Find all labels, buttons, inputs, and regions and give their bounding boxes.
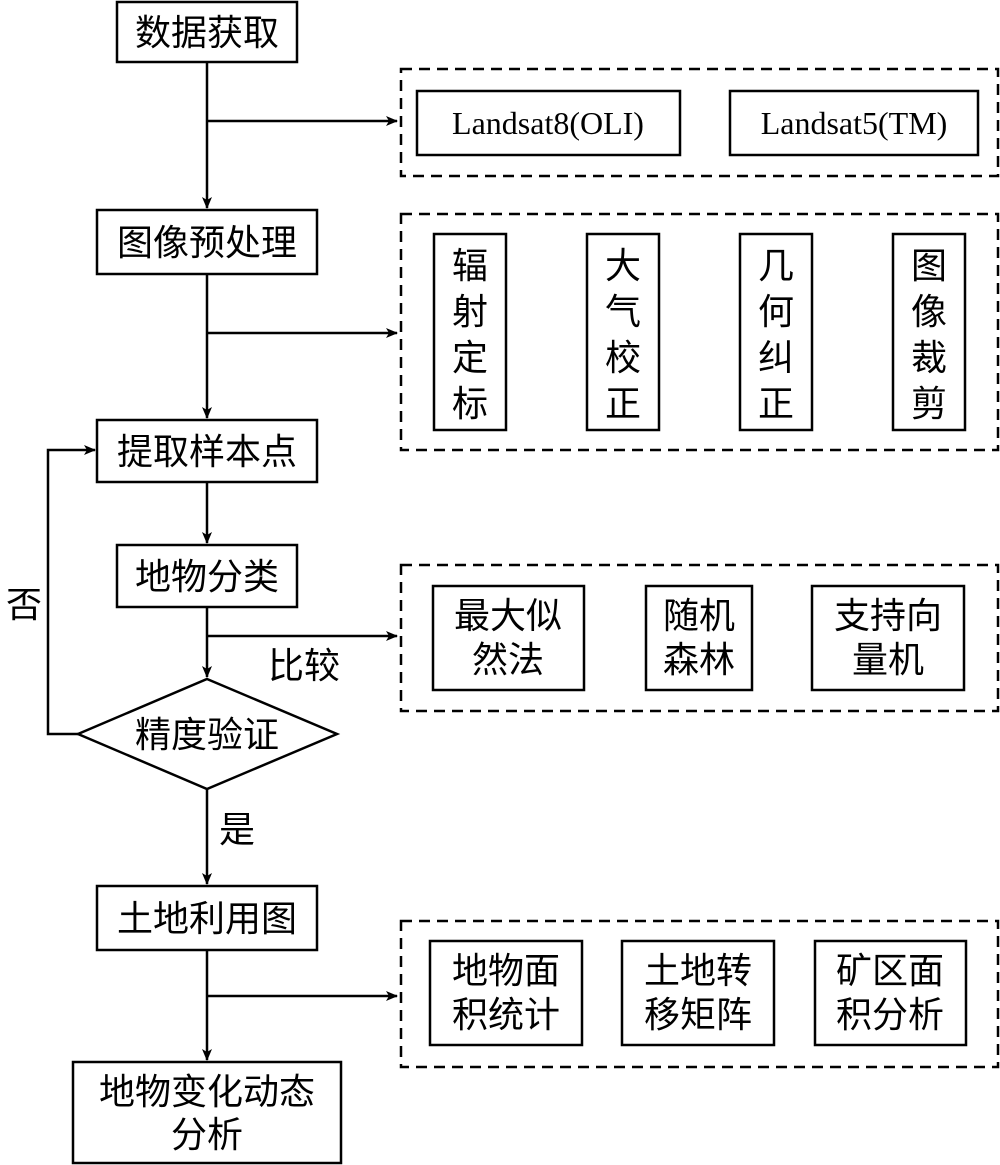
group-analyses: 地物面 积统计 土地转 移矩阵 矿区面 积分析 [399, 919, 1000, 1069]
step-box-radiometric [432, 232, 508, 432]
group-data-sources: Landsat8(OLI) Landsat5(TM) [399, 67, 1000, 178]
step-clipping-char-3: 裁 [911, 338, 947, 379]
step-box-geometric [738, 232, 814, 432]
source-box-landsat8 [415, 89, 682, 157]
analysis-mining-area-line-1: 矿区面 [836, 951, 944, 992]
method-box-svm [810, 584, 966, 692]
step-radiometric-char-3: 定 [452, 338, 488, 379]
node-change-analysis: 地物变化动态 分析 [71, 1060, 343, 1165]
edge-label-no: 否 [6, 585, 42, 626]
step-atmospheric-char-2: 气 [605, 292, 641, 333]
node-image-preprocessing: 图像预处理 [95, 208, 319, 276]
node-land-use-map: 土地利用图 [95, 884, 319, 952]
analysis-transfer-matrix-line-2: 移矩阵 [644, 995, 752, 1036]
method-max-likelihood-line-1: 最大似 [454, 596, 562, 637]
node-image-preprocessing-label: 图像预处理 [117, 223, 297, 264]
step-atmospheric-char-4: 正 [605, 384, 641, 425]
step-geometric-char-2: 何 [758, 292, 794, 333]
node-change-analysis-label-1: 地物变化动态 [99, 1072, 315, 1113]
arrow-feedback-loop [46, 445, 96, 736]
method-box-random-forest [644, 584, 754, 692]
method-random-forest-line-1: 随机 [663, 596, 735, 637]
method-max-likelihood-line-2: 然法 [472, 640, 544, 681]
node-change-analysis-label-2: 分析 [171, 1115, 243, 1156]
step-radiometric-char-4: 标 [452, 384, 488, 425]
node-classification: 地物分类 [115, 543, 299, 609]
group-classification-methods: 最大似 然法 随机 森林 支持向 量机 [399, 563, 1000, 713]
analysis-box-mining-area [813, 939, 968, 1047]
node-accuracy-validation: 精度验证 [74, 677, 341, 791]
node-land-use-map-label: 土地利用图 [117, 899, 297, 940]
node-data-acquisition: 数据获取 [115, 0, 299, 64]
step-clipping-char-4: 剪 [911, 384, 947, 425]
source-box-landsat5 [728, 89, 980, 157]
method-random-forest-line-2: 森林 [663, 640, 735, 681]
edge-label-yes: 是 [219, 810, 255, 851]
node-data-acquisition-label: 数据获取 [135, 13, 279, 54]
analysis-box-transfer-matrix [620, 939, 776, 1047]
analysis-transfer-matrix-line-1: 土地转 [644, 951, 752, 992]
step-radiometric-char-2: 射 [452, 292, 488, 333]
node-classification-label: 地物分类 [135, 557, 279, 598]
analysis-area-stats-line-1: 地物面 [452, 951, 560, 992]
step-atmospheric-char-3: 校 [605, 338, 641, 379]
node-extract-samples-label: 提取样本点 [117, 432, 297, 473]
node-extract-samples: 提取样本点 [95, 418, 319, 484]
step-box-clipping [891, 232, 967, 432]
step-geometric-char-1: 几 [758, 246, 794, 287]
step-radiometric-char-1: 辐 [452, 246, 488, 287]
edge-label-compare: 比较 [268, 646, 340, 687]
step-clipping-char-1: 图 [911, 246, 947, 287]
method-box-max-likelihood [431, 584, 586, 692]
source-label-landsat8: Landsat8(OLI) [452, 105, 644, 141]
method-svm-line-1: 支持向 [834, 596, 942, 637]
group-preprocess-steps: 辐 射 定 标 大 气 校 正 几 何 纠 正 图 像 裁 剪 [399, 212, 1000, 452]
step-atmospheric-char-1: 大 [605, 246, 641, 287]
step-clipping-char-2: 像 [911, 292, 947, 333]
step-box-atmospheric [585, 232, 661, 432]
method-svm-line-2: 量机 [852, 640, 924, 681]
node-accuracy-validation-label: 精度验证 [135, 715, 279, 756]
source-label-landsat5: Landsat5(TM) [761, 105, 948, 141]
analysis-box-area-stats [428, 939, 584, 1047]
analysis-area-stats-line-2: 积统计 [452, 995, 560, 1036]
step-geometric-char-4: 正 [758, 384, 794, 425]
analysis-mining-area-line-2: 积分析 [836, 995, 944, 1036]
step-geometric-char-3: 纠 [758, 338, 794, 379]
